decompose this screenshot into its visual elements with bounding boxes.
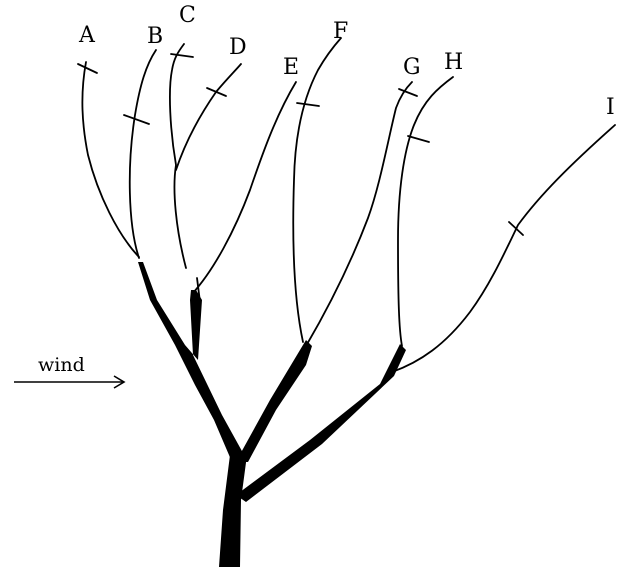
- trunk: [219, 455, 247, 567]
- left-limb: [138, 262, 248, 462]
- tick-f: [296, 102, 320, 107]
- tick-h: [407, 135, 430, 143]
- branch-d: [175, 63, 242, 171]
- branch-i: [391, 124, 616, 373]
- middle-limb: [238, 340, 312, 462]
- wind-arrow-icon: [14, 375, 126, 389]
- tick-c: [170, 53, 194, 58]
- branch-g: [305, 81, 413, 347]
- wind-label: wind: [38, 354, 85, 376]
- label-f: F: [333, 19, 348, 44]
- tick-i: [508, 221, 524, 236]
- label-g: G: [403, 55, 421, 80]
- tick-g: [398, 88, 418, 97]
- branch-b: [128, 49, 157, 259]
- tick-a: [77, 63, 98, 74]
- label-i: I: [606, 95, 615, 120]
- branch-c: [169, 43, 187, 269]
- label-b: B: [147, 24, 163, 49]
- label-e: E: [283, 55, 299, 80]
- branch-f: [292, 37, 342, 343]
- label-a: A: [78, 23, 96, 48]
- right-limb: [236, 344, 406, 502]
- label-h: H: [444, 50, 463, 75]
- tick-d: [206, 87, 227, 97]
- branch-e: [191, 81, 297, 295]
- label-c: C: [179, 3, 196, 28]
- tick-e: [196, 277, 201, 303]
- branch-a: [81, 61, 140, 258]
- branch-h: [397, 76, 454, 347]
- tick-b: [123, 114, 150, 125]
- label-d: D: [229, 35, 247, 60]
